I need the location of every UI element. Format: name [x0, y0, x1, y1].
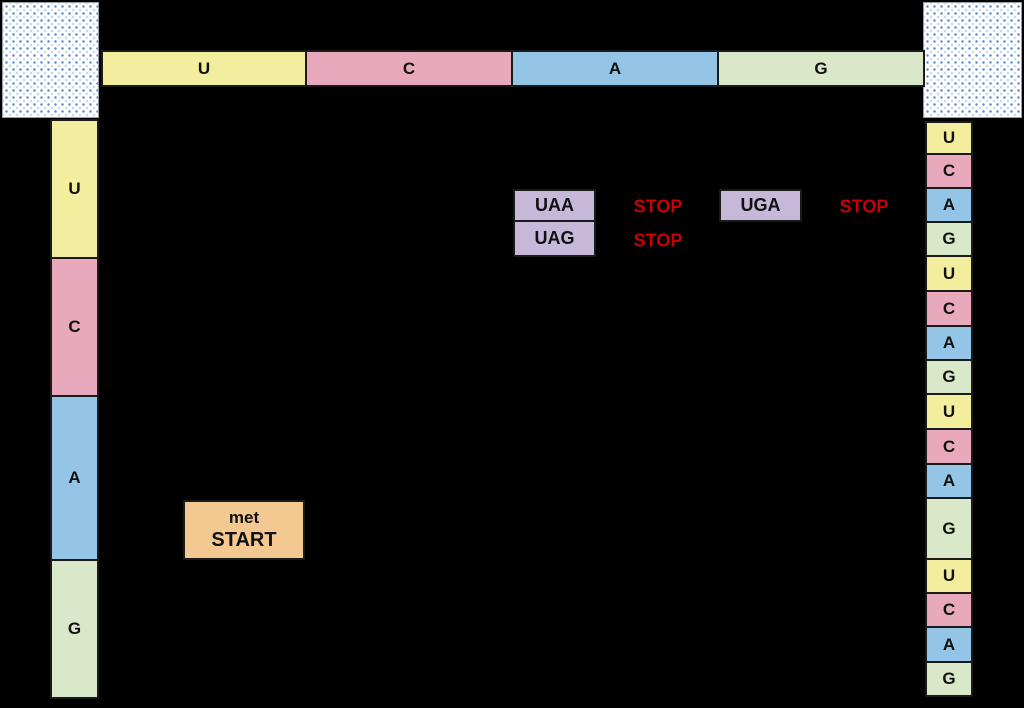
left-row-c: C: [50, 257, 99, 397]
right-cell-3-label: A: [942, 195, 956, 214]
left-row-a: A: [50, 395, 99, 561]
right-cell-9-label: U: [942, 401, 956, 421]
right-cell-4: G: [925, 221, 973, 257]
right-cell-12-label: G: [942, 518, 956, 538]
right-cell-6-label: C: [942, 298, 956, 318]
right-cell-10-label: C: [942, 436, 956, 456]
right-cell-12: G: [925, 497, 973, 560]
corner-stipple-top-right: [923, 2, 1022, 118]
right-cell-3: A: [925, 187, 973, 223]
codon-box-uaa: UAA: [513, 189, 596, 222]
header-col-a: A: [511, 50, 719, 87]
right-cell-4-label: G: [942, 229, 956, 248]
right-cell-8-label: G: [942, 367, 956, 386]
right-cell-15-label: A: [942, 634, 956, 654]
right-cell-14: C: [925, 592, 973, 628]
right-cell-8: G: [925, 359, 973, 395]
right-cell-14-label: C: [942, 600, 956, 619]
left-row-g: G: [50, 559, 99, 699]
header-col-g-label: G: [814, 58, 828, 78]
right-cell-11: A: [925, 463, 973, 499]
right-cell-15: A: [925, 626, 973, 663]
right-cell-13-label: U: [942, 566, 956, 585]
right-cell-2-label: C: [942, 161, 956, 180]
right-cell-7: A: [925, 325, 973, 361]
left-row-c-label: C: [68, 317, 81, 336]
right-cell-16: G: [925, 661, 973, 697]
corner-stipple-top-left: [2, 2, 99, 118]
right-cell-6: C: [925, 290, 973, 327]
stop-annotation-uga: STOP: [839, 194, 889, 216]
header-col-c: C: [305, 50, 513, 87]
right-cell-16-label: G: [942, 669, 956, 688]
codon-box-uaa-label: UAA: [535, 195, 574, 215]
right-cell-5: U: [925, 255, 973, 292]
start-codon-box: met START: [183, 500, 305, 560]
header-col-c-label: C: [402, 58, 416, 78]
start-codon-amino-acid: met: [228, 507, 260, 527]
right-cell-5-label: U: [942, 263, 956, 283]
stop-annotation-uag: STOP: [633, 228, 683, 250]
right-cell-11-label: A: [942, 471, 956, 490]
header-col-u-label: U: [197, 58, 211, 78]
left-row-g-label: G: [67, 619, 82, 638]
codon-box-uag: UAG: [513, 220, 596, 257]
right-cell-7-label: A: [942, 333, 956, 352]
header-col-a-label: A: [608, 58, 622, 78]
header-col-g: G: [717, 50, 925, 87]
right-cell-9: U: [925, 393, 973, 430]
right-cell-10: C: [925, 428, 973, 465]
header-col-u: U: [101, 50, 307, 87]
codon-box-uga-label: UGA: [740, 195, 781, 215]
start-codon-annotation: START: [211, 529, 277, 552]
left-row-u: U: [50, 119, 99, 259]
right-cell-1-label: U: [942, 128, 956, 147]
codon-box-uga: UGA: [719, 189, 802, 222]
stop-annotation-uaa: STOP: [633, 194, 683, 216]
right-cell-13: U: [925, 558, 973, 594]
codon-box-uag-label: UAG: [534, 228, 575, 248]
right-cell-1: U: [925, 121, 973, 155]
left-row-a-label: A: [68, 468, 81, 487]
left-row-u-label: U: [68, 179, 81, 198]
right-cell-2: C: [925, 153, 973, 189]
